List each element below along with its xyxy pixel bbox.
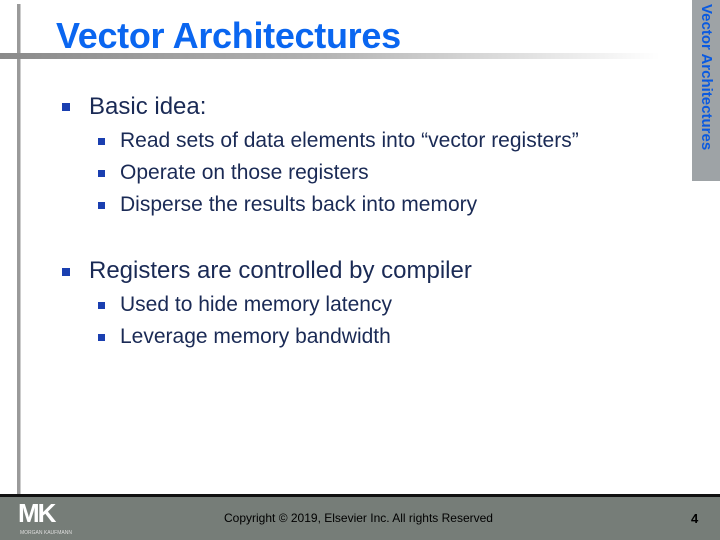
bullet-icon [98,302,105,309]
bullet-text: Registers are controlled by compiler [89,257,472,284]
sub-bullet-text: Disperse the results back into memory [120,193,478,216]
footer-divider [0,494,720,497]
bullet-icon [98,170,105,177]
copyright-text: Copyright © 2019, Elsevier Inc. All righ… [224,511,493,525]
decor-title-underline [0,53,660,59]
decor-vertical-bar [17,4,20,494]
publisher-logo-subtext: MORGAN KAUFMANN [20,530,72,536]
sub-bullet-text: Read sets of data elements into “vector … [120,129,579,152]
footer: MK MORGAN KAUFMANN Copyright © 2019, Els… [0,497,720,540]
sub-bullet-text: Used to hide memory latency [120,293,392,316]
decor-vertical-bar-light [20,4,21,494]
page-number: 4 [691,511,699,526]
sub-bullet-text: Operate on those registers [120,161,369,184]
side-tab: Vector Architectures [692,0,720,181]
publisher-logo: MK [18,498,56,528]
slide-title: Vector Architectures [56,15,401,56]
side-tab-label: Vector Architectures [698,4,715,151]
sub-bullet-text: Leverage memory bandwidth [120,325,391,348]
bullet-icon [98,334,105,341]
bullet-icon [98,202,105,209]
bullet-icon [98,138,105,145]
bullet-icon [62,103,70,111]
bullet-icon [62,268,70,276]
bullet-text: Basic idea: [89,93,207,120]
